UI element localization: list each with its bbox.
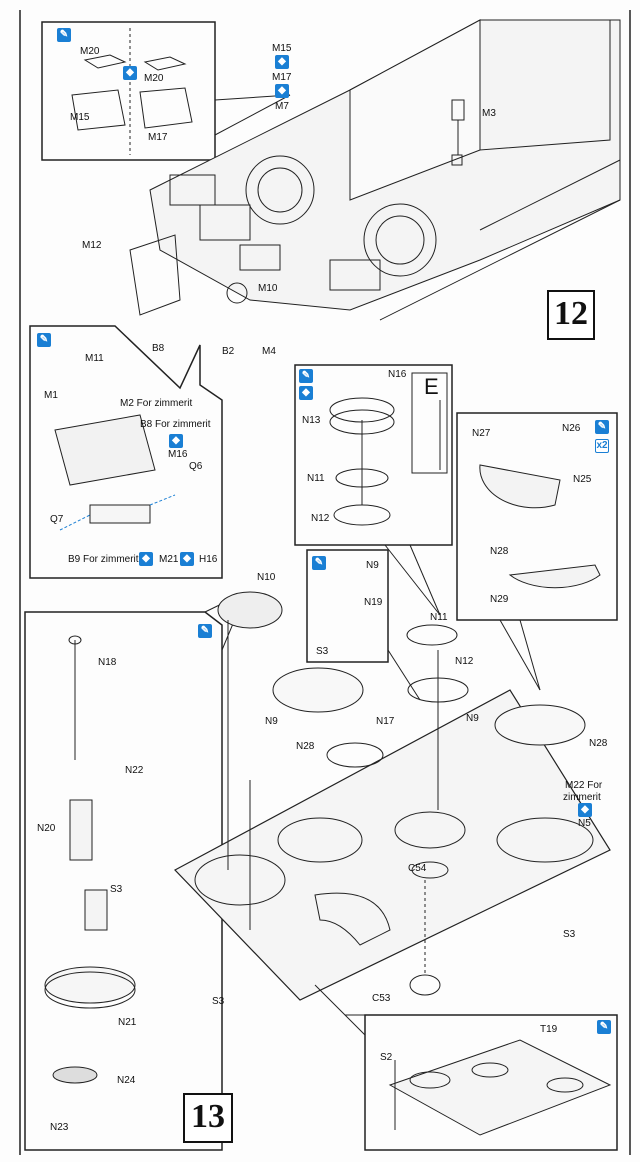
hull-drawing (129, 19, 621, 321)
part-label: N22 (125, 765, 144, 776)
part-label: M21 (159, 554, 179, 565)
part-label: N5 (578, 818, 591, 829)
part-label: N12 (455, 656, 474, 667)
part-label: M11 (85, 353, 104, 364)
part-label: B9 For zimmerit (68, 554, 139, 565)
part-label: C54 (408, 863, 427, 874)
part-label: N12 (311, 513, 330, 524)
sprue-label: E (424, 374, 439, 399)
part-label: N9 (366, 560, 379, 571)
paint-brush-icon: ✎ (37, 333, 51, 347)
part-label: M17 (148, 132, 168, 143)
part-label: C53 (372, 993, 391, 1004)
part-label: B8 (152, 343, 165, 354)
part-label: M15 (70, 112, 90, 123)
part-label: M12 (82, 240, 102, 251)
part-label: N29 (490, 594, 509, 605)
quantity-x2-icon: x2 (595, 439, 609, 453)
part-label: M3 (482, 108, 496, 119)
cement-icon: ◆ (169, 434, 183, 448)
cement-icon: ◆ (275, 55, 289, 69)
part-label: S3 (212, 996, 225, 1007)
step-number-13: 13 (183, 1093, 233, 1143)
inset-box-n28 (456, 412, 618, 621)
cement-icon: ◆ (275, 84, 289, 98)
part-label: M2 For zimmerit (120, 398, 193, 409)
cement-icon: ◆ (123, 66, 137, 80)
cement-icon: ◆ (180, 552, 194, 566)
part-label: M4 (262, 346, 276, 357)
part-label: N28 (490, 546, 509, 557)
part-label: S3 (563, 929, 576, 940)
part-label: N24 (117, 1075, 136, 1086)
part-label: N13 (302, 415, 321, 426)
paint-brush-icon: ✎ (595, 420, 609, 434)
part-label: zimmerit (563, 792, 601, 803)
part-label: B8 For zimmerit (140, 419, 211, 430)
cement-icon: ◆ (578, 803, 592, 817)
part-label: N10 (257, 572, 276, 583)
part-label: N16 (388, 369, 407, 380)
inset-box-n13 (294, 364, 453, 546)
step-number-12: 12 (547, 290, 595, 340)
part-label: S3 (316, 646, 329, 657)
part-label: N19 (364, 597, 383, 608)
inset-box-m15-m17 (41, 21, 216, 161)
inset-box-n19 (306, 549, 389, 663)
inset-box-s2 (364, 1014, 618, 1151)
cement-icon: ◆ (299, 386, 313, 400)
part-label: M17 (272, 72, 292, 83)
part-label: N28 (589, 738, 608, 749)
paint-brush-icon: ✎ (597, 1020, 611, 1034)
part-label: N20 (37, 823, 56, 834)
part-label: N26 (562, 423, 581, 434)
part-label: N11 (430, 612, 448, 623)
part-label: S3 (110, 884, 123, 895)
part-label: N18 (98, 657, 117, 668)
part-label: N9 (265, 716, 278, 727)
part-label: M15 (272, 43, 292, 54)
part-label: H16 (199, 554, 218, 565)
part-label: Q6 (189, 461, 203, 472)
part-label: M20 (144, 73, 164, 84)
part-label: N11 (307, 473, 325, 484)
part-label: N25 (573, 474, 592, 485)
part-label: B2 (222, 346, 235, 357)
part-label: M1 (44, 390, 58, 401)
cement-icon: ◆ (139, 552, 153, 566)
paint-brush-icon: ✎ (312, 556, 326, 570)
part-label: N23 (50, 1122, 69, 1133)
paint-brush-icon: ✎ (57, 28, 71, 42)
part-label: N9 (466, 713, 479, 724)
part-label: N27 (472, 428, 491, 439)
part-label: N17 (376, 716, 395, 727)
inset-box-b8 (29, 325, 223, 579)
turret-roof-plate (174, 689, 611, 1001)
part-label: M20 (80, 46, 100, 57)
part-label: M22 For (565, 780, 603, 791)
part-label: M16 (168, 449, 188, 460)
part-label: M7 (275, 101, 289, 112)
part-label: T19 (540, 1024, 558, 1035)
part-label: M10 (258, 283, 278, 294)
part-label: Q7 (50, 514, 64, 525)
paint-brush-icon: ✎ (198, 624, 212, 638)
part-label: N28 (296, 741, 315, 752)
paint-brush-icon: ✎ (299, 369, 313, 383)
part-label: N21 (118, 1017, 137, 1028)
part-label: S2 (380, 1052, 393, 1063)
